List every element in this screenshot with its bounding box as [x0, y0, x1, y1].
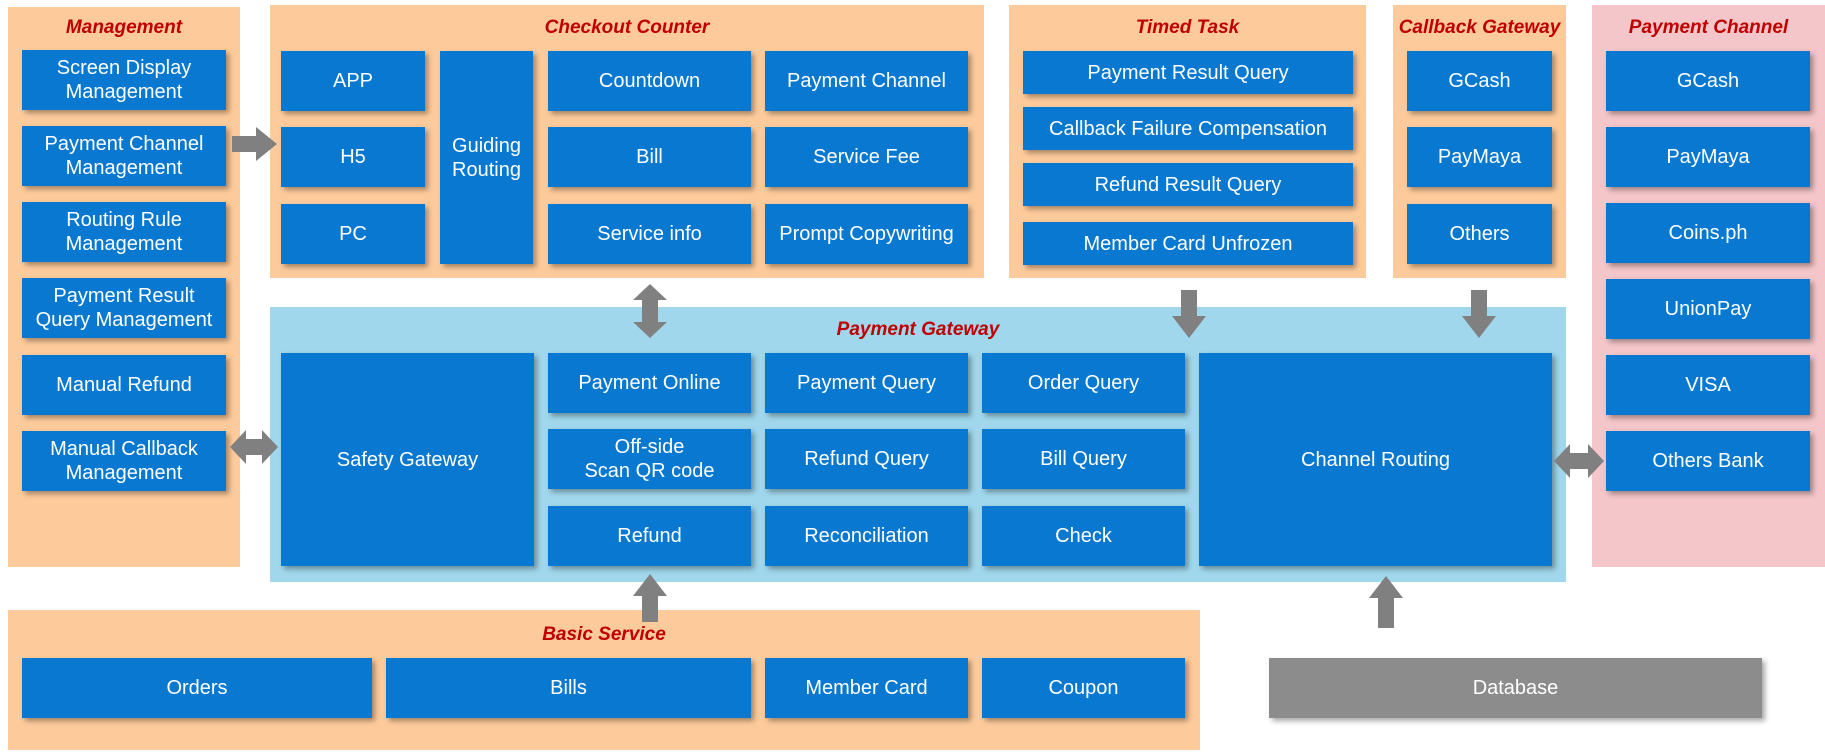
arrow-double-checkout-gateway — [633, 284, 667, 338]
checkout-service-fee: Service Fee — [765, 127, 968, 187]
basic-coupon: Coupon — [982, 658, 1185, 718]
safety-gateway: Safety Gateway — [281, 353, 534, 566]
timed-task-payment-result-query: Payment Result Query — [1023, 51, 1353, 94]
management-payment-channel: Payment Channel Management — [22, 126, 226, 186]
management-screen-display: Screen Display Management — [22, 50, 226, 110]
checkout-client-app: APP — [281, 51, 425, 111]
checkout-guiding-routing: Guiding Routing — [440, 51, 533, 264]
arrow-double-management-gateway — [230, 430, 278, 464]
basic-service-title: Basic Service — [542, 624, 666, 645]
payment-gateway-title: Payment Gateway — [836, 319, 1000, 340]
channel-routing: Channel Routing — [1199, 353, 1552, 566]
checkout-countdown: Countdown — [548, 51, 751, 111]
channel-coins-ph: Coins.ph — [1606, 203, 1810, 263]
channel-visa: VISA — [1606, 355, 1810, 415]
arrow-up-basic-service-gateway — [633, 574, 667, 622]
timed-task-refund-result-query: Refund Result Query — [1023, 163, 1353, 206]
callback-others: Others — [1407, 204, 1552, 264]
management-title: Management — [65, 17, 183, 38]
checkout-service-info: Service info — [548, 204, 751, 264]
gateway-check: Check — [982, 506, 1185, 566]
gateway-refund: Refund — [548, 506, 751, 566]
timed-task-member-card-unfrozen: Member Card Unfrozen — [1023, 222, 1353, 265]
checkout-bill: Bill — [548, 127, 751, 187]
gateway-refund-query: Refund Query — [765, 429, 968, 489]
gateway-reconciliation: Reconciliation — [765, 506, 968, 566]
gateway-order-query: Order Query — [982, 353, 1185, 413]
timed-task-title: Timed Task — [1135, 17, 1240, 38]
management-manual-refund: Manual Refund — [22, 355, 226, 415]
basic-bills: Bills — [386, 658, 751, 718]
arrow-down-callback-gateway — [1462, 290, 1496, 338]
database-box: Database — [1269, 658, 1762, 718]
arrow-down-timed-task-gateway — [1172, 290, 1206, 338]
callback-gateway-title: Callback Gateway — [1398, 17, 1561, 38]
channel-others-bank: Others Bank — [1606, 431, 1810, 491]
arrow-up-database-gateway — [1369, 576, 1403, 628]
callback-paymaya: PayMaya — [1407, 127, 1552, 187]
checkout-payment-channel: Payment Channel — [765, 51, 968, 111]
channel-gcash: GCash — [1606, 51, 1810, 111]
checkout-client-pc: PC — [281, 204, 425, 264]
gateway-offside-scan-qr: Off-side Scan QR code — [548, 429, 751, 489]
payment-channel-title: Payment Channel — [1628, 17, 1789, 38]
timed-task-callback-failure-compensation: Callback Failure Compensation — [1023, 107, 1353, 150]
gateway-bill-query: Bill Query — [982, 429, 1185, 489]
management-payment-result-query: Payment Result Query Management — [22, 278, 226, 338]
arrow-right-management-checkout — [232, 127, 277, 161]
arrow-double-gateway-channel — [1554, 444, 1604, 478]
basic-member-card: Member Card — [765, 658, 968, 718]
management-routing-rule: Routing Rule Management — [22, 202, 226, 262]
checkout-counter-title: Checkout Counter — [544, 17, 710, 38]
gateway-payment-online: Payment Online — [548, 353, 751, 413]
callback-gcash: GCash — [1407, 51, 1552, 111]
checkout-prompt-copywriting: Prompt Copywriting — [765, 204, 968, 264]
gateway-payment-query: Payment Query — [765, 353, 968, 413]
channel-unionpay: UnionPay — [1606, 279, 1810, 339]
checkout-client-h5: H5 — [281, 127, 425, 187]
basic-orders: Orders — [22, 658, 372, 718]
channel-paymaya: PayMaya — [1606, 127, 1810, 187]
management-manual-callback: Manual Callback Management — [22, 431, 226, 491]
